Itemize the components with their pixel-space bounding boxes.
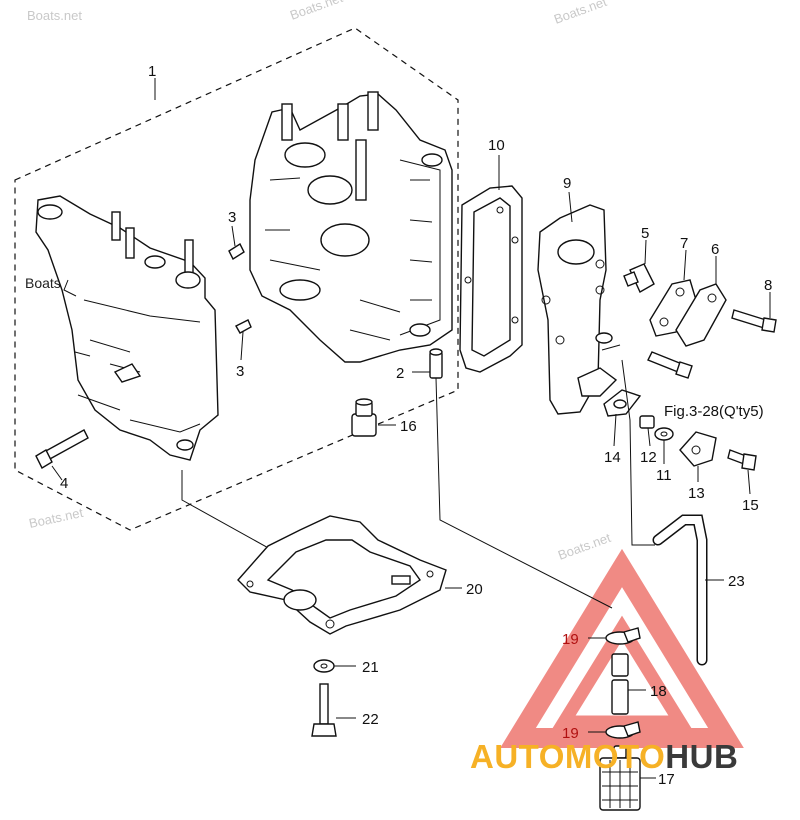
bolt-15 <box>727 449 757 495</box>
clamp-19-upper <box>588 627 641 645</box>
gasket-14 <box>603 389 642 447</box>
callout-4: 4 <box>60 475 68 492</box>
part-13 <box>679 431 717 482</box>
callout-15: 15 <box>742 497 759 514</box>
bolt-4 <box>35 429 89 481</box>
callout-6: 6 <box>711 241 719 258</box>
callout-19-lower: 19 <box>562 725 579 742</box>
gasket-7 <box>649 249 697 337</box>
callout-3-lower: 3 <box>236 363 244 380</box>
figure-reference: Fig.3-28(Q'ty5) <box>664 403 764 420</box>
callout-16: 16 <box>400 418 417 435</box>
callout-12: 12 <box>640 449 657 466</box>
callout-14: 14 <box>604 449 621 466</box>
washer-21 <box>313 659 356 673</box>
callout-23: 23 <box>728 573 745 590</box>
fitting-16 <box>351 398 396 437</box>
filter-17 <box>599 745 656 811</box>
guide-line <box>621 359 655 546</box>
callout-1: 1 <box>148 63 156 80</box>
callout-2: 2 <box>396 365 404 382</box>
callout-19-upper: 19 <box>562 631 579 648</box>
callout-7: 7 <box>680 235 688 252</box>
washer-11 <box>654 427 674 464</box>
callout-3-upper: 3 <box>228 209 236 226</box>
callout-20: 20 <box>466 581 483 598</box>
dowel-pin-2 <box>412 348 443 379</box>
dowel-pin-3-lower <box>235 319 252 361</box>
cylinder-block-left <box>35 195 219 461</box>
callout-17: 17 <box>658 771 675 788</box>
automotohub-logo: AUTOMOTOHUB <box>470 738 738 776</box>
cover-9 <box>537 191 618 415</box>
watermark: Boats.net <box>28 505 85 531</box>
sensor-5 <box>623 239 655 293</box>
watermark: Boats.net <box>552 0 609 27</box>
callout-8: 8 <box>764 277 772 294</box>
part-12 <box>639 415 655 447</box>
bolt-8 <box>731 292 777 333</box>
callout-18: 18 <box>650 683 667 700</box>
logo-text-automoto: AUTOMOTO <box>470 738 666 775</box>
watermark: Boats.net <box>288 0 345 23</box>
watermark: Boats.net <box>27 8 82 23</box>
callout-13: 13 <box>688 485 705 502</box>
watermark: Boats.net <box>556 530 613 563</box>
callout-21: 21 <box>362 659 379 676</box>
callout-22: 22 <box>362 711 379 728</box>
callout-9: 9 <box>563 175 571 192</box>
callout-5: 5 <box>641 225 649 242</box>
gasket-10 <box>459 155 523 373</box>
cover-6 <box>675 256 727 347</box>
bolt-fig-ref <box>647 351 693 379</box>
dowel-pin-3-upper <box>228 225 245 261</box>
bolt-22 <box>311 683 356 737</box>
callout-10: 10 <box>488 137 505 154</box>
guide-line <box>435 377 613 609</box>
clamp-19-lower <box>588 721 641 739</box>
callout-11: 11 <box>656 467 672 484</box>
cylinder-block-right <box>249 91 453 363</box>
logo-text-hub: HUB <box>665 738 739 775</box>
hose-23 <box>652 514 724 666</box>
hose-18 <box>611 653 646 715</box>
gasket-20 <box>237 515 462 635</box>
guide-line <box>601 344 621 351</box>
